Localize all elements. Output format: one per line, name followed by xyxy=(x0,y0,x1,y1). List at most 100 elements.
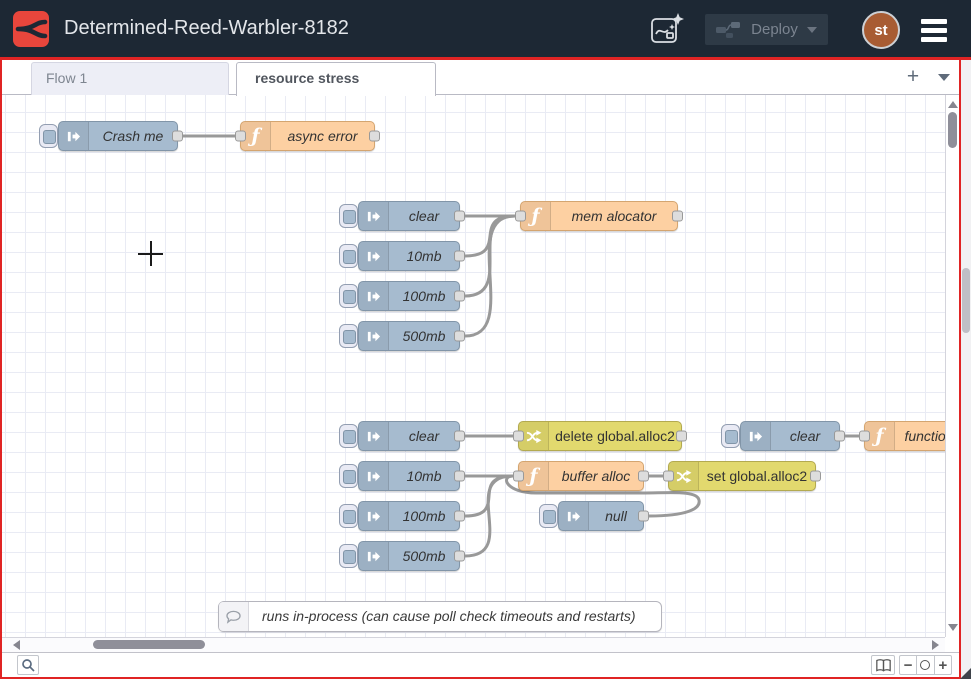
vertical-scroll-thumb[interactable] xyxy=(948,112,957,148)
flowfuse-logo[interactable] xyxy=(13,11,49,47)
output-port[interactable] xyxy=(172,131,183,142)
toggle-navigator-button[interactable] xyxy=(871,655,895,675)
flow-canvas[interactable]: Crash me ƒasync error clear 10mb 100mb 500mb ƒ… xyxy=(2,95,945,637)
inject-button[interactable] xyxy=(539,504,558,528)
main-menu-icon[interactable] xyxy=(921,19,947,42)
node-500mb[interactable]: 500mb xyxy=(358,541,460,571)
node-crash-me[interactable]: Crash me xyxy=(58,121,178,151)
zoom-reset-button[interactable] xyxy=(916,656,933,674)
node-delete-global-alloc2[interactable]: delete global.alloc2 xyxy=(518,421,682,451)
inject-button[interactable] xyxy=(39,124,58,148)
node-label: mem alocator xyxy=(551,202,677,230)
output-port[interactable] xyxy=(454,331,465,342)
inject-button[interactable] xyxy=(339,324,358,348)
output-port[interactable] xyxy=(638,511,649,522)
node-set-global-alloc2[interactable]: set global.alloc2 xyxy=(668,461,816,491)
input-port[interactable] xyxy=(859,431,870,442)
inject-button[interactable] xyxy=(721,424,740,448)
canvas-vertical-scrollbar[interactable] xyxy=(945,95,959,637)
node-label: buffer alloc xyxy=(549,462,643,490)
node-buffer-alloc[interactable]: ƒbuffer alloc xyxy=(518,461,644,491)
output-port[interactable] xyxy=(454,431,465,442)
wire[interactable] xyxy=(465,216,515,336)
node-function[interactable]: ƒfunction xyxy=(864,421,945,451)
node-500mb[interactable]: 500mb xyxy=(358,321,460,351)
output-port[interactable] xyxy=(369,131,380,142)
inject-icon xyxy=(741,422,771,450)
node-label: 100mb xyxy=(389,502,459,530)
node-10mb[interactable]: 10mb xyxy=(358,241,460,271)
canvas-horizontal-scrollbar[interactable] xyxy=(2,637,945,652)
deploy-dropdown-caret[interactable] xyxy=(807,27,817,33)
node-null[interactable]: null xyxy=(558,501,644,531)
user-avatar[interactable]: st xyxy=(862,11,900,49)
output-port[interactable] xyxy=(638,471,649,482)
inject-icon xyxy=(359,202,389,230)
inject-button[interactable] xyxy=(339,244,358,268)
zoom-out-button[interactable]: − xyxy=(900,656,916,674)
flow-list-caret-icon[interactable] xyxy=(938,74,950,81)
node-label: 500mb xyxy=(389,542,459,570)
output-port[interactable] xyxy=(454,471,465,482)
browser-scrollbar[interactable] xyxy=(961,60,971,679)
window-resize-grip xyxy=(960,668,971,679)
flowfuse-logo-glyph xyxy=(13,11,49,47)
wires-layer xyxy=(2,95,945,637)
add-flow-button[interactable]: + xyxy=(900,63,926,91)
avatar-initials: st xyxy=(874,22,887,39)
flow-assistant-icon[interactable] xyxy=(650,12,686,46)
input-port[interactable] xyxy=(513,471,524,482)
inject-button[interactable] xyxy=(339,464,358,488)
node-label: clear xyxy=(389,202,459,230)
inject-button[interactable] xyxy=(339,544,358,568)
node-clear[interactable]: clear xyxy=(358,201,460,231)
node-clear[interactable]: clear xyxy=(740,421,840,451)
output-port[interactable] xyxy=(454,211,465,222)
inject-icon xyxy=(359,322,389,350)
node-mem-alocator[interactable]: ƒmem alocator xyxy=(520,201,678,231)
tab-flow-1[interactable]: Flow 1 xyxy=(31,62,229,95)
zoom-in-button[interactable]: + xyxy=(934,656,951,674)
inject-button[interactable] xyxy=(339,284,358,308)
output-port[interactable] xyxy=(810,471,821,482)
scroll-up-arrow-icon[interactable] xyxy=(948,101,958,108)
footer-toolbar: − + xyxy=(2,652,959,677)
node-runs-in-process-can-cause-poll-check-timeouts-and-restarts[interactable]: runs in-process (can cause poll check ti… xyxy=(218,601,662,632)
node-100mb[interactable]: 100mb xyxy=(358,501,460,531)
output-port[interactable] xyxy=(454,291,465,302)
output-port[interactable] xyxy=(454,251,465,262)
instance-title: Determined-Reed-Warbler-8182 xyxy=(64,0,349,57)
inject-icon xyxy=(359,282,389,310)
deploy-button[interactable]: Deploy xyxy=(705,14,828,45)
node-label: 100mb xyxy=(389,282,459,310)
scroll-down-arrow-icon[interactable] xyxy=(948,624,958,631)
node-label: function xyxy=(895,422,945,450)
search-flows-button[interactable] xyxy=(17,655,39,675)
node-async-error[interactable]: ƒasync error xyxy=(240,121,375,151)
node-100mb[interactable]: 100mb xyxy=(358,281,460,311)
output-port[interactable] xyxy=(454,511,465,522)
input-port[interactable] xyxy=(515,211,526,222)
flow-tab-bar: Flow 1 resource stress + xyxy=(2,60,959,95)
node-label: null xyxy=(589,502,643,530)
input-port[interactable] xyxy=(663,471,674,482)
node-label: Crash me xyxy=(89,122,177,150)
browser-scroll-thumb[interactable] xyxy=(962,268,970,333)
scroll-right-arrow-icon[interactable] xyxy=(932,640,939,650)
output-port[interactable] xyxy=(672,211,683,222)
output-port[interactable] xyxy=(676,431,687,442)
horizontal-scroll-thumb[interactable] xyxy=(93,640,205,649)
output-port[interactable] xyxy=(454,551,465,562)
node-clear[interactable]: clear xyxy=(358,421,460,451)
input-port[interactable] xyxy=(235,131,246,142)
output-port[interactable] xyxy=(834,431,845,442)
inject-button[interactable] xyxy=(339,204,358,228)
node-10mb[interactable]: 10mb xyxy=(358,461,460,491)
inject-button[interactable] xyxy=(339,424,358,448)
node-label: set global.alloc2 xyxy=(699,462,815,490)
tab-resource-stress[interactable]: resource stress xyxy=(236,62,436,96)
inject-button[interactable] xyxy=(339,504,358,528)
input-port[interactable] xyxy=(513,431,524,442)
scroll-left-arrow-icon[interactable] xyxy=(13,640,20,650)
